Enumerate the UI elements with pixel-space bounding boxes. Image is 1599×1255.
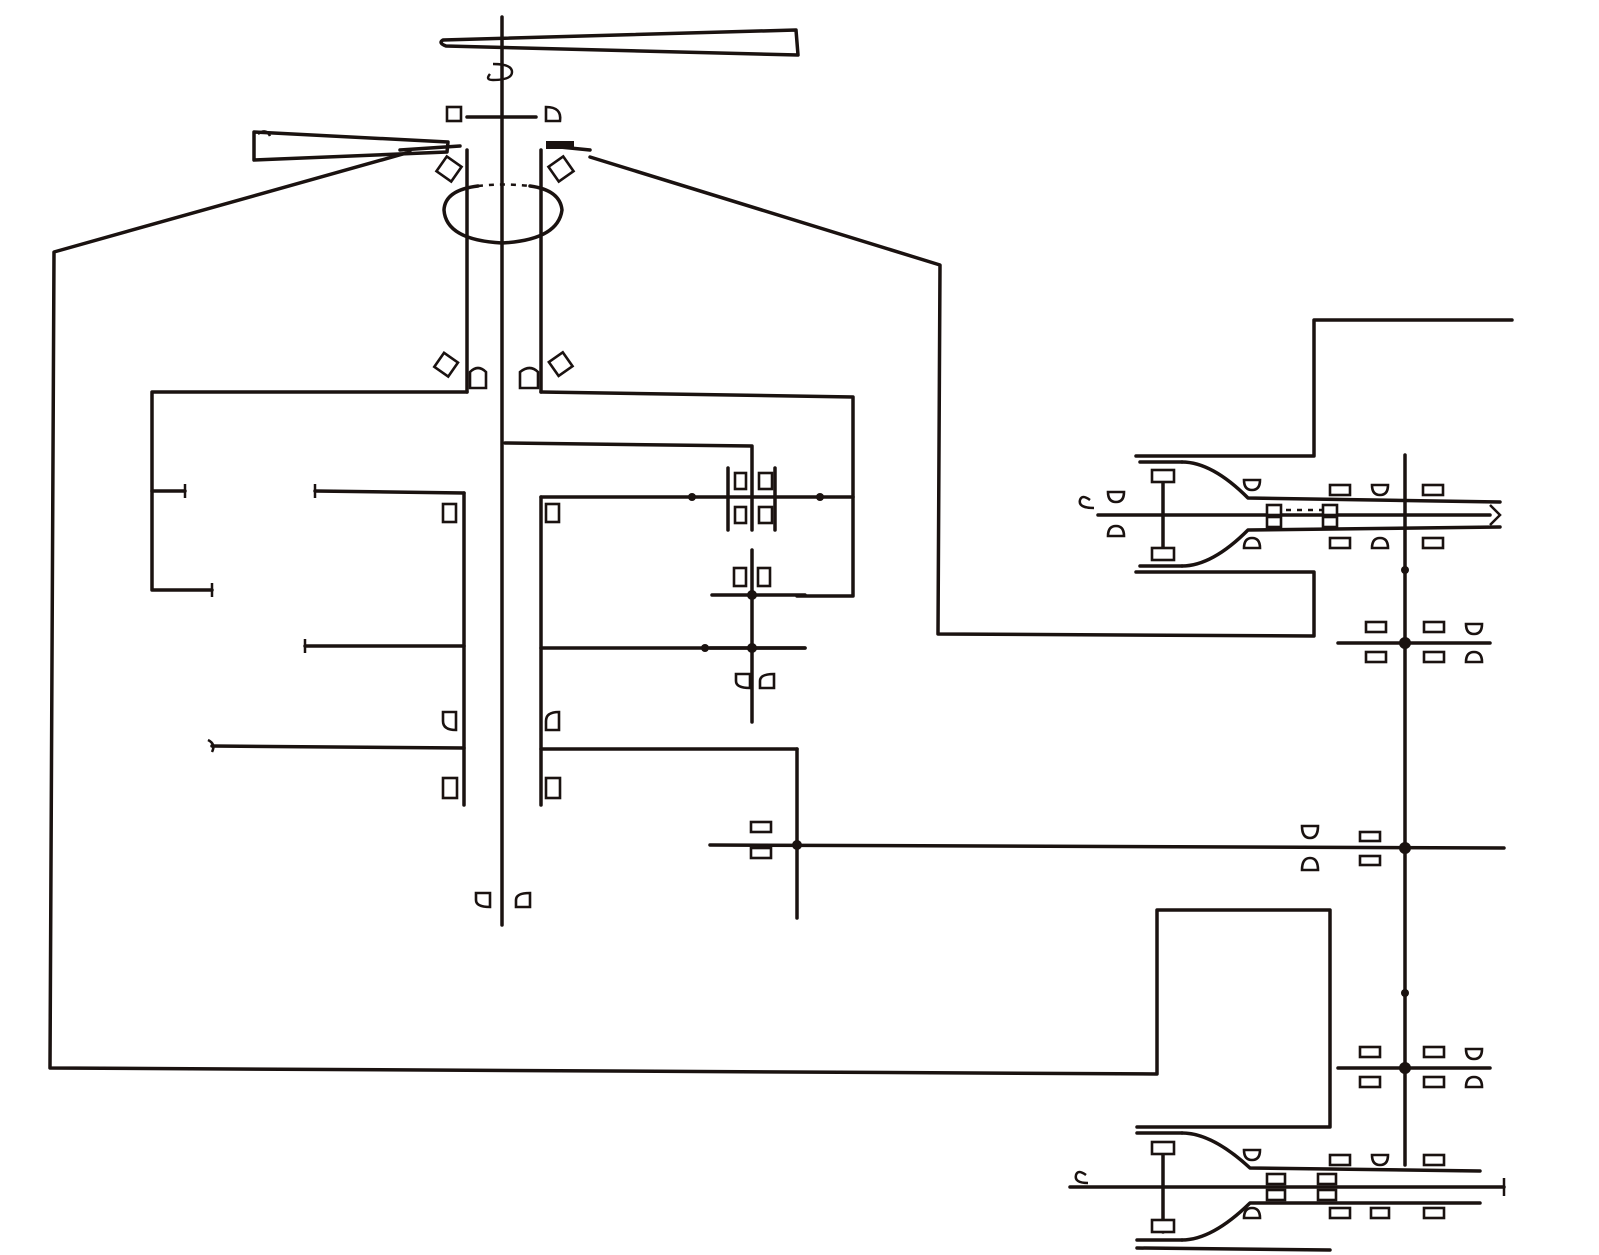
upper-angled-bearings (398, 141, 592, 184)
right-upper-gear-cluster (1336, 566, 1492, 997)
lower-angled-bearings (432, 350, 575, 390)
rotor-hub-hinge-icon (486, 62, 514, 82)
right-inner-housing (539, 495, 855, 920)
intermediate-gearbox-lower (1068, 1131, 1506, 1252)
gearbox-right-gear-cluster (688, 466, 824, 532)
horizontal-drive-shaft (708, 820, 1506, 872)
main-rotor-blade (439, 28, 800, 57)
swashplate-ring (442, 183, 564, 245)
gearbox-middle-gear-cluster (701, 548, 807, 724)
inner-drive-link (503, 441, 754, 532)
right-housing-bearings (544, 502, 562, 800)
engine-frame (48, 150, 1514, 1129)
left-housing-bearings (441, 502, 459, 800)
right-lower-gear-cluster (1336, 1045, 1492, 1089)
left-inner-housing (207, 484, 466, 807)
shaft-base-bearings (474, 891, 532, 909)
intermediate-gearbox-upper (1078, 460, 1502, 568)
tail-rotor-blade (252, 130, 450, 162)
upper-bearing-pair (445, 105, 562, 123)
